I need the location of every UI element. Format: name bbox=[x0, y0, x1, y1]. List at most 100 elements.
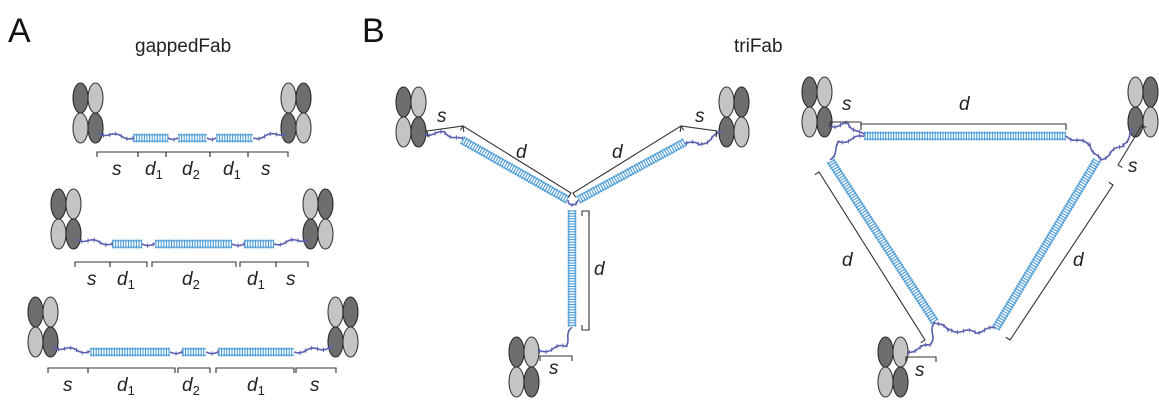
dna-base-pair bbox=[489, 152, 495, 162]
dna-base-pair bbox=[842, 182, 851, 189]
dna-base-pair bbox=[914, 294, 923, 301]
dna-base-pair bbox=[642, 159, 648, 168]
dna-base-pair bbox=[844, 185, 853, 191]
dna-base-pair bbox=[610, 176, 616, 186]
dna-base-pair bbox=[907, 283, 916, 290]
dna-base-pair bbox=[1001, 309, 1010, 316]
dna-base-pair bbox=[471, 142, 477, 152]
dimension-bracket bbox=[215, 367, 295, 373]
dna-base-pair bbox=[1084, 171, 1093, 178]
dna-duplex bbox=[460, 136, 570, 204]
trifab-triangle-shape bbox=[801, 76, 1159, 398]
label-d1: d1 bbox=[247, 269, 265, 292]
dna-base-pair bbox=[995, 318, 1005, 325]
dna-base-pair bbox=[628, 166, 635, 176]
dna-base-pair bbox=[861, 211, 870, 218]
dna-duplex bbox=[244, 239, 275, 249]
dna-base-pair bbox=[902, 274, 911, 281]
dna-base-pair bbox=[599, 182, 605, 192]
dna-base-pair bbox=[828, 161, 837, 167]
dna-base-pair bbox=[596, 184, 603, 193]
dna-base-pair bbox=[1025, 269, 1034, 276]
label-s: s bbox=[87, 269, 97, 290]
dna-base-pair bbox=[920, 302, 929, 309]
dna-base-pair bbox=[681, 138, 687, 147]
linker-strand bbox=[167, 137, 179, 141]
dna-base-pair bbox=[997, 316, 1006, 322]
dimension-bracket bbox=[679, 125, 718, 138]
dna-base-pair bbox=[1044, 238, 1053, 244]
label-d: d bbox=[612, 142, 624, 163]
dna-base-pair bbox=[460, 136, 466, 145]
dna-base-pair bbox=[578, 194, 584, 203]
dna-duplex bbox=[864, 131, 1066, 141]
dna-base-pair bbox=[498, 158, 505, 167]
fab-fragment bbox=[801, 76, 833, 138]
dna-base-pair bbox=[473, 143, 480, 153]
fab-light-chain bbox=[327, 296, 344, 328]
label-s: s bbox=[310, 375, 320, 396]
dna-base-pair bbox=[528, 174, 534, 184]
dna-base-pair bbox=[1058, 213, 1068, 220]
fab-heavy-chain bbox=[317, 188, 334, 220]
dna-base-pair bbox=[649, 155, 655, 165]
dna-base-pair bbox=[1030, 260, 1040, 267]
fab-heavy-chain bbox=[327, 326, 344, 358]
dna-base-pair bbox=[879, 239, 888, 246]
fab-light-chain bbox=[87, 82, 104, 114]
dna-base-pair bbox=[617, 172, 623, 182]
dna-base-pair bbox=[866, 220, 875, 226]
dna-duplex bbox=[178, 133, 207, 143]
dna-strand bbox=[832, 157, 939, 321]
fab-light-chain bbox=[508, 366, 525, 398]
dna-base-pair bbox=[541, 182, 548, 191]
dna-base-pair bbox=[919, 300, 928, 307]
dna-base-pair bbox=[882, 244, 891, 250]
dna-base-pair bbox=[1041, 242, 1050, 249]
dimension-bracket bbox=[275, 261, 309, 267]
dna-base-pair bbox=[635, 163, 642, 172]
panel-b-letter: B bbox=[362, 12, 385, 50]
dna-base-pair bbox=[494, 155, 500, 164]
dna-base-pair bbox=[846, 189, 856, 196]
panel-a-gappedfab-diagrams bbox=[27, 82, 359, 373]
dimension-bracket bbox=[1005, 181, 1114, 341]
dimension-bracket bbox=[426, 125, 465, 138]
dna-base-pair bbox=[491, 154, 498, 163]
dna-base-pair bbox=[1066, 200, 1076, 206]
ssdna-linker bbox=[567, 199, 579, 208]
dna-base-pair bbox=[837, 174, 846, 181]
dna-base-pair bbox=[1076, 184, 1085, 191]
dna-base-pair bbox=[519, 169, 525, 178]
dimension-bracket bbox=[539, 355, 573, 361]
dna-base-pair bbox=[480, 147, 486, 157]
ssdna-linker bbox=[52, 345, 91, 355]
dna-base-pair bbox=[838, 176, 847, 183]
dna-base-pair bbox=[667, 145, 674, 155]
dna-base-pair bbox=[543, 183, 550, 193]
dna-base-pair bbox=[878, 237, 887, 244]
label-d1: d1 bbox=[117, 269, 135, 292]
dna-base-pair bbox=[631, 165, 637, 174]
dna-base-pair bbox=[848, 191, 857, 198]
label-d: d bbox=[516, 142, 528, 163]
dimension-bracket bbox=[239, 261, 277, 267]
dna-base-pair bbox=[603, 180, 610, 189]
dna-base-pair bbox=[854, 200, 863, 207]
fab-heavy-chain bbox=[877, 336, 894, 368]
dna-base-pair bbox=[576, 195, 582, 204]
ssdna-linker bbox=[75, 237, 113, 247]
linker-strand bbox=[206, 137, 217, 141]
dna-base-pair bbox=[869, 224, 878, 231]
dna-base-pair bbox=[672, 143, 678, 152]
dna-base-pair bbox=[503, 160, 509, 170]
dna-base-pair bbox=[1091, 160, 1100, 166]
dna-base-pair bbox=[1078, 180, 1088, 186]
dna-base-pair bbox=[534, 178, 541, 187]
dna-duplex bbox=[90, 347, 170, 357]
dna-base-pair bbox=[1064, 204, 1073, 211]
dna-base-pair bbox=[585, 190, 591, 199]
dna-base-pair bbox=[1086, 166, 1096, 173]
fab-fragment bbox=[395, 86, 427, 148]
dna-base-pair bbox=[1011, 291, 1021, 298]
